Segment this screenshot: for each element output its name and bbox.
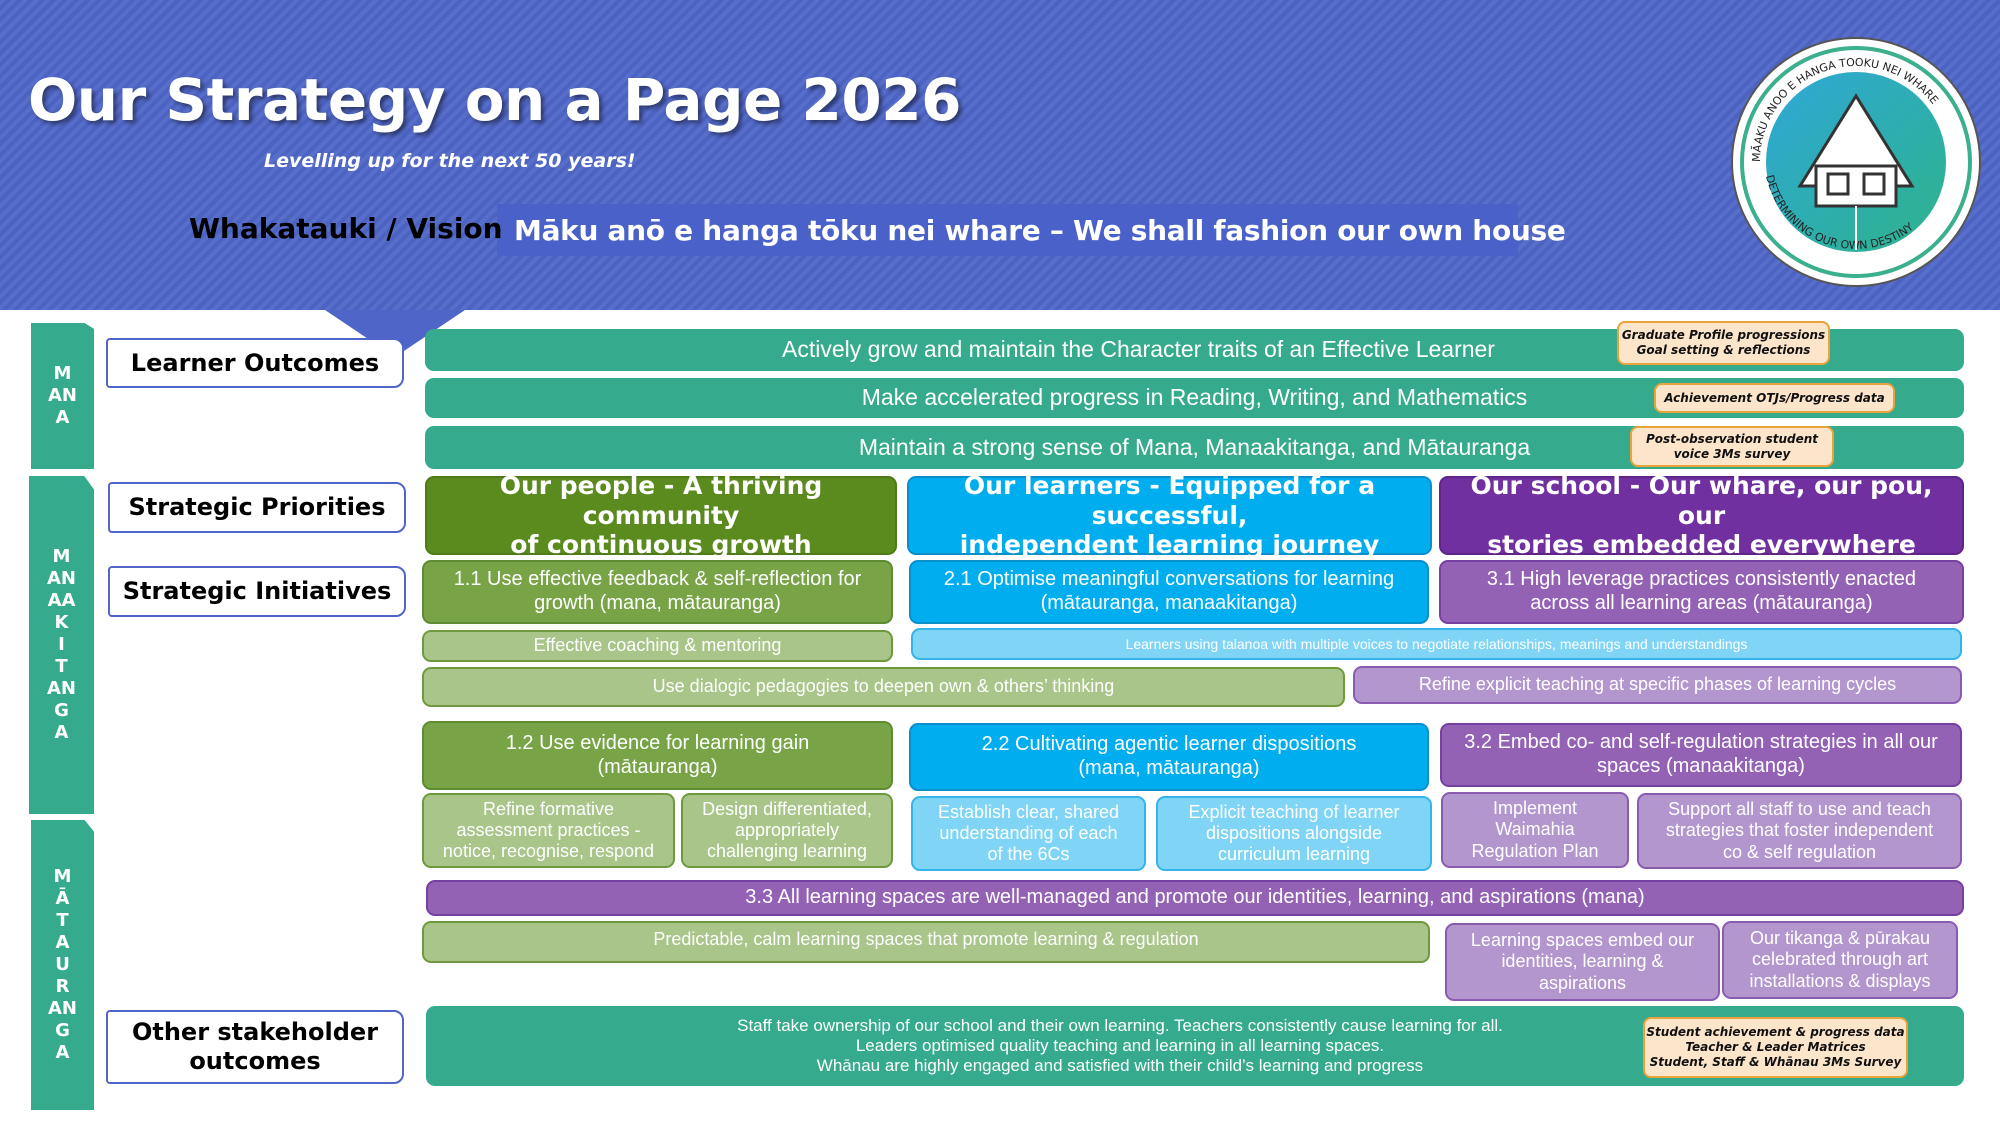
- stakeholder-outcomes: Staff take ownership of our school and t…: [426, 1006, 1964, 1086]
- action-refine-explicit-teaching: Refine explicit teaching at specific pha…: [1353, 666, 1962, 704]
- action-6cs: Establish clear, shared understanding of…: [911, 796, 1146, 871]
- initiative-2-1: 2.1 Optimise meaningful conversations fo…: [909, 560, 1429, 624]
- learner-outcome-mana: Maintain a strong sense of Mana, Manaaki…: [425, 426, 1964, 469]
- measure-badge: Student achievement & progress data Teac…: [1643, 1017, 1908, 1078]
- label-other-stakeholder-outcomes: Other stakeholder outcomes: [106, 1010, 404, 1084]
- initiative-2-2: 2.2 Cultivating agentic learner disposit…: [909, 723, 1429, 791]
- action-learner-dispositions: Explicit teaching of learner disposition…: [1156, 796, 1432, 871]
- header-banner: [0, 0, 2000, 310]
- action-support-staff: Support all staff to use and teach strat…: [1637, 793, 1962, 869]
- action-waimahia-plan: Implement Waimahia Regulation Plan: [1441, 792, 1629, 868]
- action-formative-assessment: Refine formative assessment practices - …: [422, 793, 675, 868]
- vision-label: Whakatauki / Vision: [189, 212, 503, 245]
- label-strategic-initiatives: Strategic Initiatives: [108, 566, 406, 617]
- value-tab-manaakitanga: M AN AA K I T AN G A: [29, 476, 94, 814]
- action-coaching-mentoring: Effective coaching & mentoring: [422, 630, 893, 662]
- initiative-3-3: 3.3 All learning spaces are well-managed…: [426, 880, 1964, 916]
- initiative-1-1: 1.1 Use effective feedback & self-reflec…: [422, 560, 893, 624]
- school-logo-icon: MĀAKU ANOO E HANGA TOOKU NEI WHARE DETER…: [1731, 37, 1981, 287]
- initiative-3-1: 3.1 High leverage practices consistently…: [1439, 560, 1964, 624]
- page-subtitle: Levelling up for the next 50 years!: [264, 150, 636, 172]
- action-tikanga-purakau: Our tikanga & pūrakau celebrated through…: [1722, 921, 1958, 999]
- vision-text: Māku anō e hanga tōku nei whare – We sha…: [514, 214, 1566, 247]
- action-spaces-embed-identities: Learning spaces embed our identities, le…: [1445, 923, 1720, 1001]
- action-differentiated-learning: Design differentiated, appropriately cha…: [681, 793, 893, 868]
- action-predictable-spaces: Predictable, calm learning spaces that p…: [422, 921, 1430, 963]
- priority-our-people: Our people - A thriving community of con…: [425, 471, 897, 559]
- action-talanoa: Learners using talanoa with multiple voi…: [911, 628, 1962, 660]
- measure-badge: Achievement OTJs/Progress data: [1654, 383, 1895, 413]
- initiative-3-2: 3.2 Embed co- and self-regulation strate…: [1440, 723, 1962, 787]
- page-title: Our Strategy on a Page 2026: [28, 66, 961, 134]
- label-learner-outcomes: Learner Outcomes: [106, 338, 404, 388]
- priority-our-learners: Our learners - Equipped for a successful…: [907, 471, 1432, 559]
- priority-our-school: Our school - Our whare, our pou, our sto…: [1439, 471, 1964, 559]
- value-tab-matauranga: M Ā T A U R AN G A: [31, 820, 94, 1110]
- measure-badge: Graduate Profile progressions Goal setti…: [1617, 321, 1830, 365]
- action-dialogic-pedagogies: Use dialogic pedagogies to deepen own & …: [422, 667, 1345, 707]
- value-tab-mana: M AN A: [31, 323, 94, 469]
- label-strategic-priorities: Strategic Priorities: [108, 482, 406, 533]
- vision-box: [497, 204, 1518, 256]
- measure-badge: Post-observation student voice 3Ms surve…: [1630, 426, 1834, 467]
- initiative-1-2: 1.2 Use evidence for learning gain (māta…: [422, 721, 893, 790]
